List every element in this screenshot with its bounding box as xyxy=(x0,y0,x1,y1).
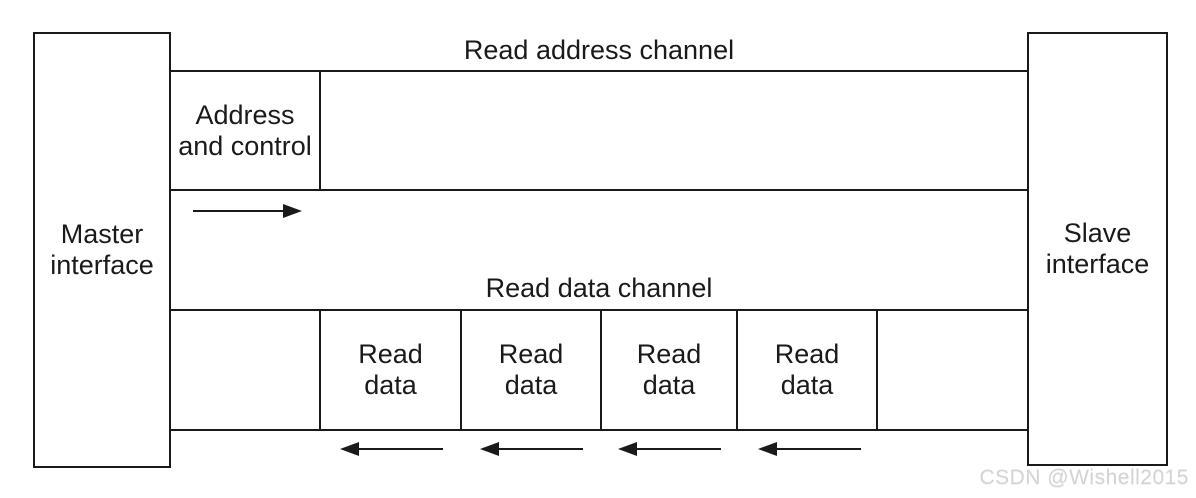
read-address-channel-band: Address and control xyxy=(171,70,1027,191)
read-data-cell-1-line1: Read xyxy=(358,339,423,369)
read-data-channel-band: Read data Read data Read data Read data xyxy=(171,309,1027,431)
address-and-control-label-line1: Address xyxy=(195,99,295,130)
read-data-channel-title: Read data channel xyxy=(485,273,713,303)
read-data-cell-4-line1: Read xyxy=(774,339,840,369)
slave-interface-label-line2: interface xyxy=(1045,249,1150,279)
read-data-cell-empty-right xyxy=(878,311,1027,429)
master-interface-box: Master interface xyxy=(33,32,171,468)
read-data-cell-empty-left xyxy=(171,311,321,429)
read-data-cell-3: Read data xyxy=(602,311,738,429)
address-flow-right-arrow-icon xyxy=(192,203,302,219)
slave-interface-box: Slave interface xyxy=(1027,32,1168,466)
read-address-channel-title: Read address channel xyxy=(463,35,735,65)
data-flow-left-arrow-icon-3 xyxy=(618,441,722,457)
read-data-cell-1-line2: data xyxy=(364,370,417,400)
read-data-cell-1: Read data xyxy=(321,311,462,429)
read-data-cell-4: Read data xyxy=(738,311,878,429)
data-flow-left-arrow-icon-1 xyxy=(340,441,444,457)
master-interface-label-line2: interface xyxy=(50,250,154,280)
read-data-cell-2: Read data xyxy=(462,311,602,429)
address-and-control-box: Address and control xyxy=(171,72,321,189)
read-data-cell-3-line2: data xyxy=(642,370,696,400)
read-data-cell-4-line2: data xyxy=(780,370,834,400)
read-data-cell-2-line2: data xyxy=(504,370,558,400)
data-flow-left-arrow-icon-2 xyxy=(480,441,584,457)
master-interface-label-line1: Master xyxy=(60,219,144,249)
read-data-cell-3-line1: Read xyxy=(636,339,702,369)
csdn-watermark: CSDN @Wishell2015 xyxy=(979,466,1189,489)
read-data-cell-2-line1: Read xyxy=(498,339,564,369)
data-flow-left-arrow-icon-4 xyxy=(758,441,862,457)
slave-interface-label-line1: Slave xyxy=(1063,218,1132,248)
address-and-control-label-line2: and control xyxy=(178,130,312,161)
